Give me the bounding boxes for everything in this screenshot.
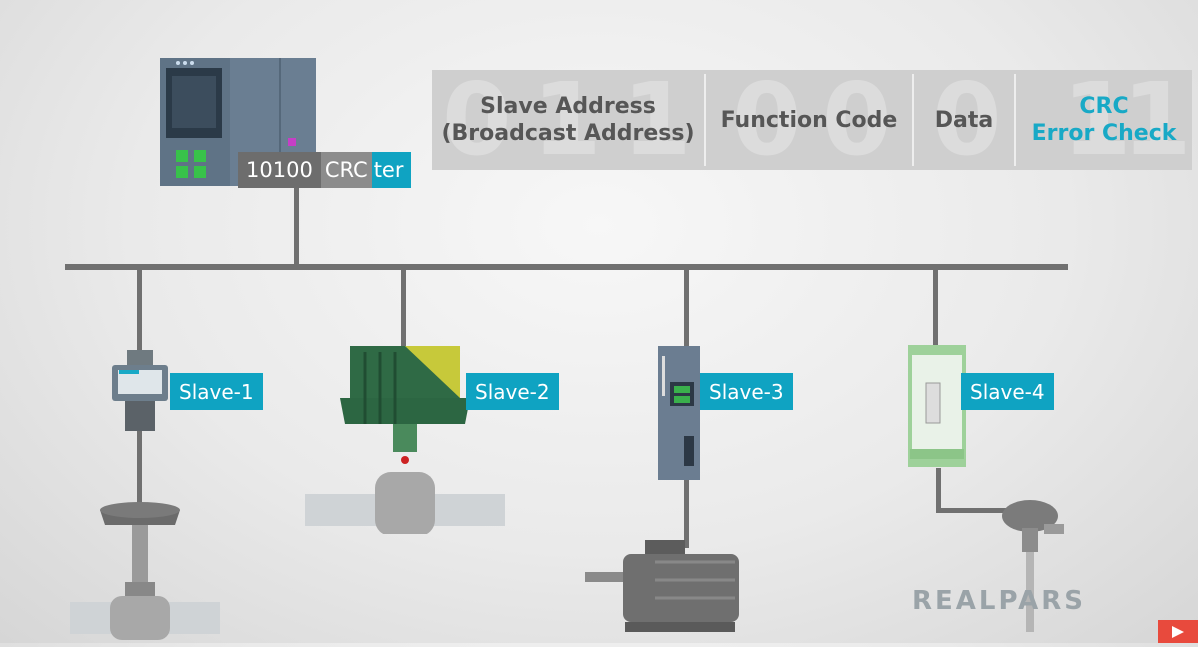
master-label-fragment: ter — [371, 152, 412, 188]
slave-label-text: Slave-3 — [709, 379, 784, 404]
field-line: Function Code — [720, 107, 898, 133]
frame-field-data: Data — [914, 70, 1014, 170]
slave-4-drop-line — [933, 267, 938, 347]
master-frame-message: 10100 CRC ter — [238, 152, 412, 188]
slave-label-text: Slave-4 — [970, 379, 1045, 404]
field-separator — [704, 74, 706, 166]
play-icon — [1172, 626, 1184, 638]
slave-1-lower-line — [137, 430, 142, 510]
frame-field-address: Slave Address (Broadcast Address) — [432, 70, 704, 170]
frame-bg-bit: 0 — [822, 61, 892, 178]
frame-bg-bit: 1 — [622, 61, 692, 178]
frame-bg-bit: 0 — [732, 61, 802, 178]
gear-actuator-valve-icon — [305, 346, 505, 534]
frame-bg-bit: 1 — [1122, 61, 1192, 178]
modbus-frame: 0 1 1 0 0 0 1 1 Slave Address (Broadcast… — [432, 70, 1192, 170]
field-line: Error Check — [1031, 121, 1177, 146]
frame-bg-bit: 1 — [532, 61, 602, 178]
field-line: Slave Address — [480, 94, 656, 119]
slave-1-label: Slave-1 — [170, 373, 263, 410]
slave-4-lower-line — [936, 468, 941, 512]
slave-4-horizontal-line — [936, 508, 1006, 513]
frame-field-function: Function Code — [706, 70, 912, 170]
frame-bits: 10100 — [246, 158, 313, 182]
field-line: (Broadcast Address) — [441, 121, 695, 146]
slave-label-text: Slave-2 — [475, 379, 550, 404]
video-badge[interactable] — [1158, 620, 1198, 643]
bus-line — [65, 264, 1068, 270]
frame-bg-bit: 1 — [1062, 61, 1132, 178]
slave-label-text: Slave-1 — [179, 379, 254, 404]
master-drop-line — [294, 185, 299, 267]
field-separator — [1014, 74, 1016, 166]
field-line: Data — [934, 107, 994, 133]
slave-2-label: Slave-2 — [466, 373, 559, 410]
field-separator — [912, 74, 914, 166]
frame-bg-bit: 0 — [442, 61, 512, 178]
electric-motor-icon — [585, 540, 739, 632]
slave-2-drop-line — [401, 267, 406, 347]
slave-1-drop-line — [137, 267, 142, 357]
field-line: CRC — [1079, 94, 1129, 119]
slave-4-label: Slave-4 — [961, 373, 1054, 410]
din-rail-module-icon — [908, 345, 966, 467]
slave-3-lower-line — [684, 478, 689, 548]
motor-drive-icon — [658, 346, 700, 480]
temperature-sensor-icon — [1002, 500, 1064, 632]
valve-actuator-icon — [70, 350, 220, 640]
slave-3-drop-line — [684, 267, 689, 349]
slave-3-label: Slave-3 — [700, 373, 793, 410]
frame-bg-bit: 0 — [932, 61, 1002, 178]
frame-crc: CRC — [320, 152, 372, 188]
realpars-logo: REALPARS — [912, 586, 1087, 616]
frame-field-crc: CRC Error Check — [1016, 70, 1192, 170]
